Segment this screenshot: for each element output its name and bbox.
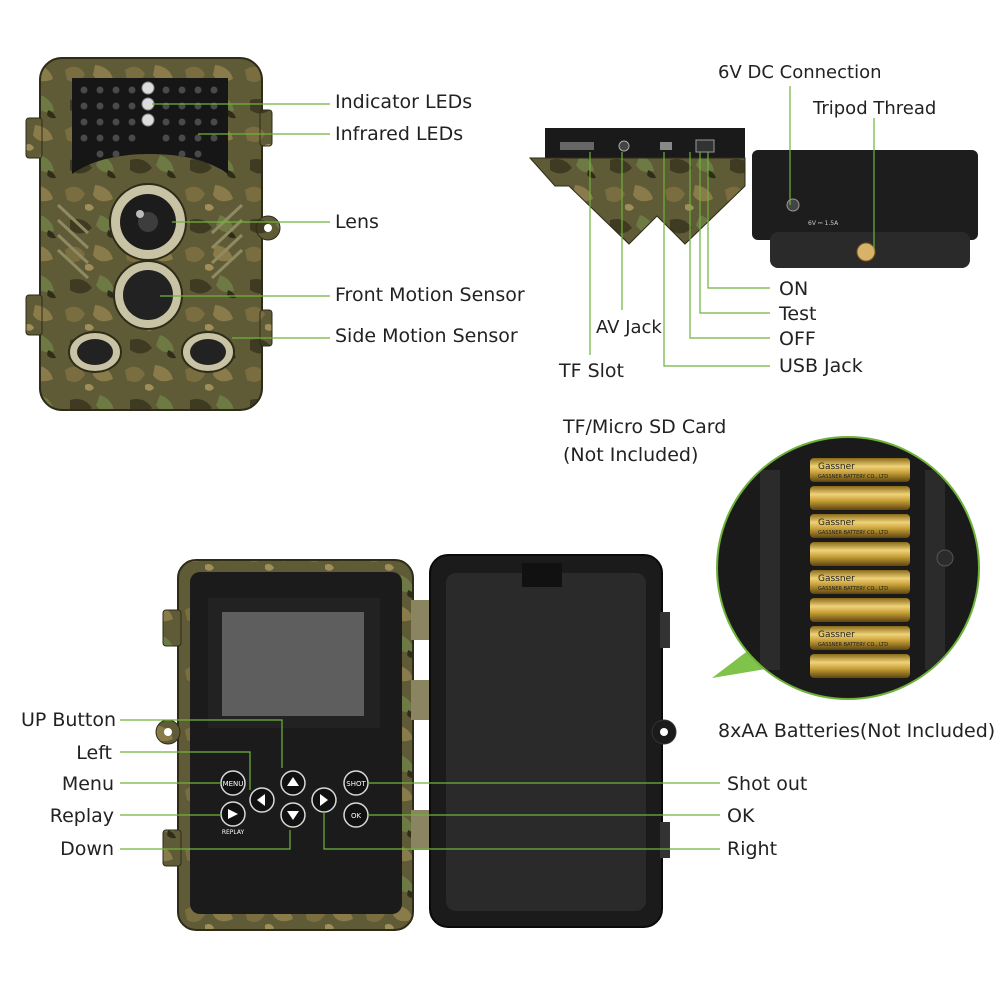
bottom-leader-lines <box>120 719 720 850</box>
label-dc-connection: 6V DC Connection <box>718 62 882 83</box>
battery-brand-4: Gassner <box>818 630 855 640</box>
battery-maker-4: GASSNER BATTERY CO., LTD <box>818 642 888 648</box>
label-tripod-thread: Tripod Thread <box>813 98 937 119</box>
label-shot-out: Shot out <box>727 773 808 795</box>
label-up-button: UP Button <box>20 709 116 731</box>
down-button[interactable] <box>280 802 306 828</box>
label-right: Right <box>727 838 778 860</box>
play-icon <box>228 809 238 819</box>
infrared-led-grid <box>80 86 218 158</box>
label-infrared-leds: Infrared LEDs <box>335 123 464 145</box>
label-side-motion-sensor: Side Motion Sensor <box>335 325 518 347</box>
shot-button-label: SHOT <box>346 780 366 788</box>
label-indicator-leds: Indicator LEDs <box>335 91 473 113</box>
label-batteries: 8xAA Batteries(Not Included) <box>718 720 996 742</box>
label-front-motion-sensor: Front Motion Sensor <box>335 284 525 306</box>
battery-maker-1: GASSNER BATTERY CO., LTD <box>818 474 888 480</box>
label-tf-card-line2: (Not Included) <box>563 444 699 466</box>
shot-button[interactable]: SHOT <box>343 770 369 796</box>
label-lens: Lens <box>335 211 379 233</box>
lens <box>109 183 187 261</box>
front-leader-lines <box>152 103 330 339</box>
battery-maker-2: GASSNER BATTERY CO., LTD <box>818 530 888 536</box>
battery-brand-1: Gassner <box>818 462 855 472</box>
top-leader-lines <box>589 86 875 367</box>
menu-button[interactable]: MENU <box>220 770 246 796</box>
side-motion-sensors <box>68 331 235 373</box>
arrow-down-icon <box>287 811 299 820</box>
label-menu: Menu <box>61 773 114 795</box>
ok-button[interactable]: OK <box>343 802 369 828</box>
left-button[interactable] <box>249 787 275 813</box>
dc-rating-text: 6V ⎓ 1.5A <box>808 220 839 227</box>
camera-front-view <box>25 57 281 411</box>
label-test: Test <box>779 303 817 325</box>
camera-top-view: 6V ⎓ 1.5A <box>528 128 978 268</box>
label-tf-card-line1: TF/Micro SD Card <box>563 416 727 438</box>
battery-stack <box>810 458 910 678</box>
replay-button-label: REPLAY <box>222 829 245 836</box>
label-replay: Replay <box>49 805 114 827</box>
battery-brand-3: Gassner <box>818 574 855 584</box>
arrow-left-icon <box>257 794 265 806</box>
arrow-up-icon <box>287 777 299 786</box>
camera-open-view: MENU REPLAY SHOT OK <box>155 554 677 931</box>
label-on: ON <box>779 278 809 300</box>
label-usb-jack: USB Jack <box>779 355 863 377</box>
ok-button-label: OK <box>351 812 362 820</box>
up-button[interactable] <box>280 770 306 796</box>
front-motion-sensor <box>113 260 183 330</box>
battery-inset: Gassner Gassner Gassner Gassner GASSNER … <box>712 436 980 700</box>
indicator-leds <box>141 81 155 127</box>
arrow-right-icon <box>320 794 328 806</box>
replay-button[interactable]: REPLAY <box>220 801 246 836</box>
label-tf-slot: TF Slot <box>559 360 624 382</box>
menu-button-label: MENU <box>223 780 244 788</box>
label-down: Down <box>60 838 114 860</box>
right-button[interactable] <box>311 787 337 813</box>
lcd-screen <box>208 598 380 728</box>
battery-brand-2: Gassner <box>818 518 855 528</box>
label-left: Left <box>76 742 112 764</box>
label-off: OFF <box>779 328 816 350</box>
battery-maker-3: GASSNER BATTERY CO., LTD <box>818 586 888 592</box>
label-av-jack: AV Jack <box>596 317 662 338</box>
label-ok: OK <box>727 805 755 827</box>
